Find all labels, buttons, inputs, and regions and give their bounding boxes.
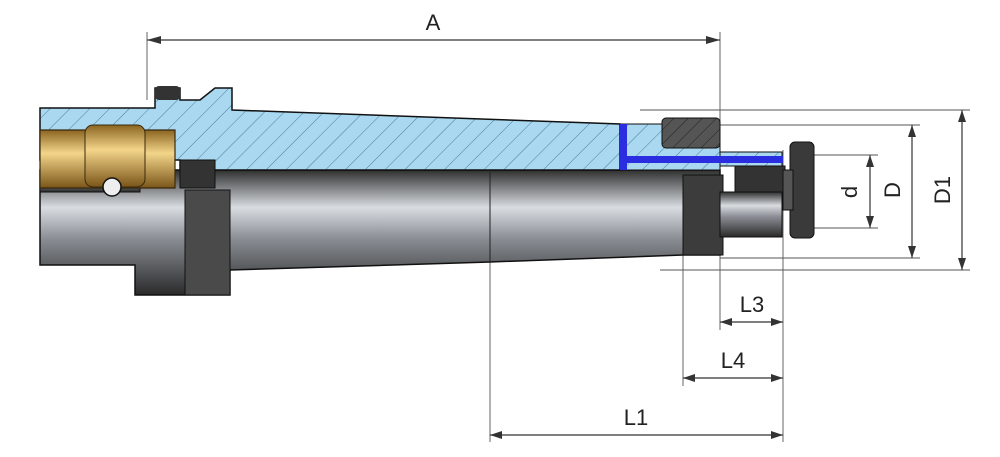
dimension-label-D1: D1 (930, 176, 955, 204)
coolant-channel (620, 124, 783, 170)
dimension-l1: L1 (490, 405, 783, 439)
dimension-l4: L4 (683, 348, 783, 382)
dimension-l3: L3 (720, 292, 783, 326)
dimension-d: d (837, 155, 874, 228)
dimension-label-l4: L4 (721, 348, 745, 373)
dimension-label-l1: L1 (624, 405, 648, 430)
brass-insert (39, 124, 216, 197)
dimension-a: A (147, 10, 720, 44)
adjustment-screw[interactable] (782, 141, 815, 239)
dimension-D: D (880, 125, 916, 258)
dimension-D1: D1 (930, 110, 966, 270)
dimension-label-D: D (880, 182, 905, 198)
dimension-label-d: d (837, 186, 862, 198)
dimension-label-a: A (426, 10, 441, 35)
holder-body (39, 86, 786, 296)
dimension-label-l3: L3 (740, 292, 764, 317)
